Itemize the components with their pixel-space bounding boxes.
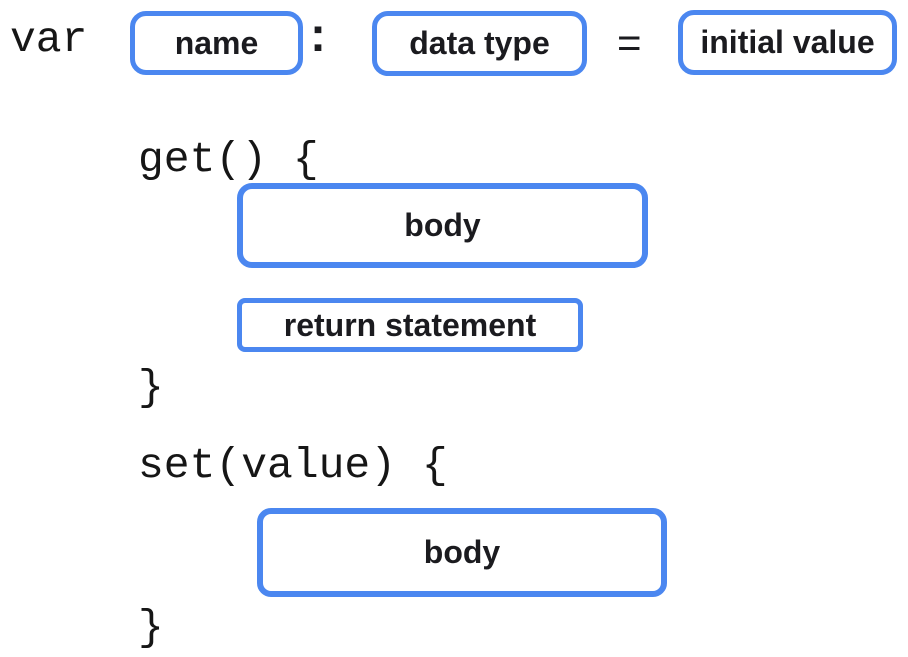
setter-open-line: set(value) { — [138, 441, 448, 490]
return-statement-slot-label: return statement — [283, 306, 537, 343]
data-type-slot-box: data type — [372, 11, 587, 76]
data-type-slot-label: data type — [409, 25, 550, 61]
name-slot-box: name — [130, 11, 303, 75]
var-keyword: var — [10, 15, 88, 64]
getter-body-slot-box: body — [237, 183, 648, 268]
setter-close-brace: } — [138, 603, 164, 652]
getter-close-brace: } — [138, 363, 164, 412]
setter-body-slot-label: body — [423, 534, 501, 570]
return-statement-slot-box: return statement — [237, 298, 583, 352]
initial-value-slot-label: initial value — [700, 24, 875, 60]
initial-value-slot-box: initial value — [678, 10, 897, 75]
colon-separator: : — [310, 9, 326, 62]
setter-body-slot-box: body — [257, 508, 667, 597]
getter-body-slot-label: body — [404, 207, 481, 243]
getter-open-line: get() { — [138, 135, 319, 184]
equals-sign: = — [617, 19, 642, 66]
name-slot-label: name — [174, 24, 259, 61]
